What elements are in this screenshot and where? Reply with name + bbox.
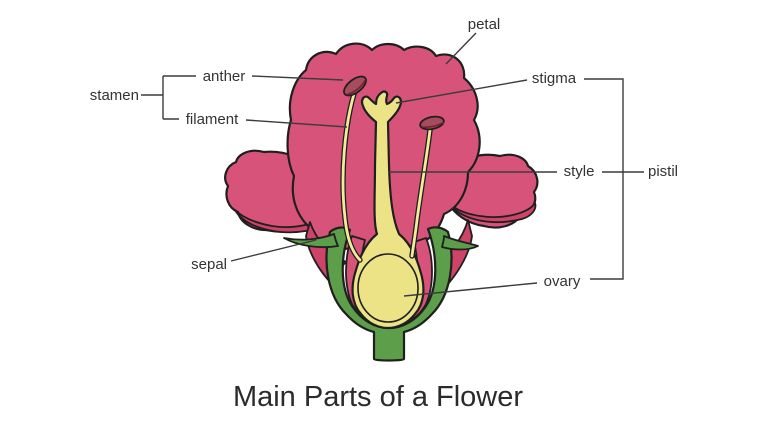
ovary-leader-line bbox=[403, 282, 538, 297]
label-sepal: sepal bbox=[191, 256, 227, 273]
label-filament: filament bbox=[186, 111, 239, 128]
label-ovary: ovary bbox=[544, 273, 581, 290]
right-anther-shape bbox=[419, 115, 445, 131]
filament-leader-line bbox=[245, 119, 348, 128]
right-petal-fold bbox=[448, 202, 537, 223]
label-style: style bbox=[564, 163, 595, 180]
pistil-shape bbox=[351, 90, 425, 330]
sepal-leader-line bbox=[230, 239, 317, 262]
right-anther-crease bbox=[421, 121, 444, 128]
sepal-cup-and-stem bbox=[325, 226, 453, 362]
anther-leader-line bbox=[251, 75, 344, 81]
diagram-title: Main Parts of a Flower bbox=[233, 381, 523, 413]
left-filament-shape bbox=[341, 92, 362, 262]
label-pistil: pistil bbox=[648, 163, 678, 180]
sepal-right-tip bbox=[441, 235, 479, 251]
stamen-bracket bbox=[141, 75, 196, 120]
annotation-lines bbox=[141, 32, 644, 297]
left-anther-shape bbox=[343, 75, 367, 97]
flower-illustration bbox=[224, 42, 539, 362]
label-stamen: stamen bbox=[90, 87, 139, 104]
ovary-inner-outline bbox=[357, 253, 419, 323]
label-petal: petal bbox=[468, 16, 501, 33]
right-filament-shape bbox=[410, 128, 432, 258]
left-anther-crease bbox=[346, 80, 366, 96]
label-anther: anther bbox=[203, 68, 246, 85]
petal-leader-line bbox=[445, 32, 477, 65]
annotation-labels: petal stamen anther filament stigma styl… bbox=[90, 16, 678, 290]
pistil-bracket bbox=[584, 78, 644, 280]
label-stigma: stigma bbox=[532, 70, 577, 87]
stigma-leader-line bbox=[395, 79, 528, 104]
